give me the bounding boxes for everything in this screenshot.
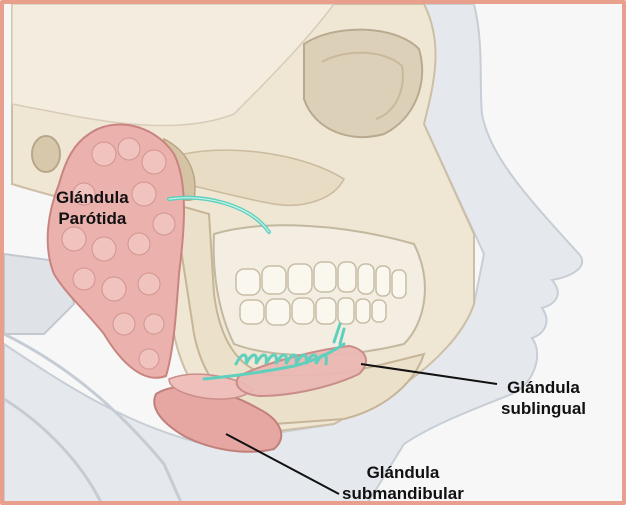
parotid-label-line1: Glándula [56, 187, 129, 208]
sublingual-label: Glándula sublingual [501, 377, 586, 419]
parotid-label: Glándula Parótida [56, 187, 129, 229]
sublingual-label-line1: Glándula [501, 377, 586, 398]
parotid-label-line2: Parótida [56, 208, 129, 229]
submandibular-label: Glándula submandibular [342, 462, 464, 504]
sublingual-label-line2: sublingual [501, 398, 586, 419]
submandibular-label-line2: submandibular [342, 483, 464, 504]
submandibular-label-line1: Glándula [342, 462, 464, 483]
illustration [4, 4, 626, 505]
ear-canal [32, 136, 60, 172]
